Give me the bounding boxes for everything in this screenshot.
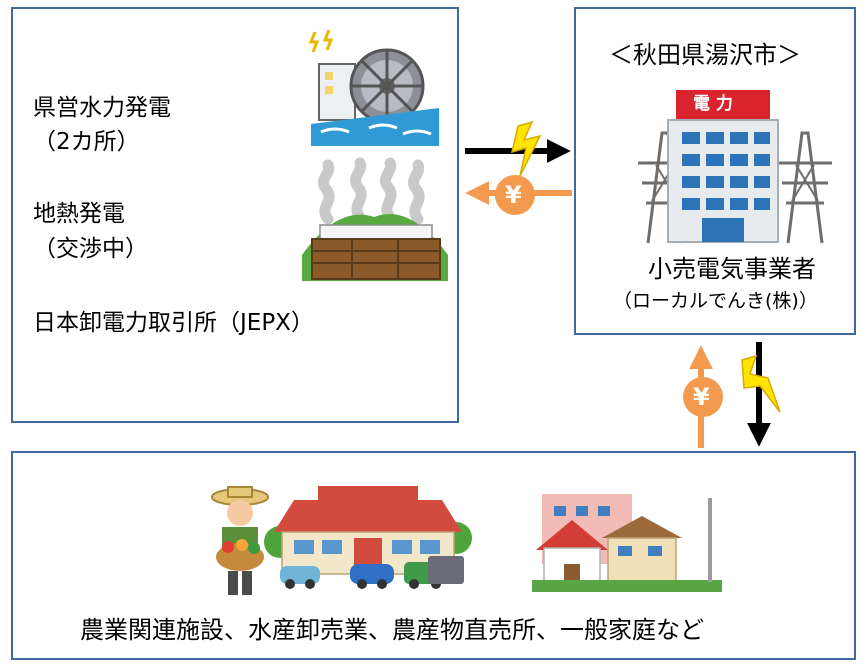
yen-label-bottom: ¥ [693,383,710,411]
yen-coin-icon [495,175,535,215]
geothermal-status-label: （交渉中） [33,236,148,262]
lightning-icon [741,354,781,413]
lightning-icon [510,120,542,177]
retailer-company: （ローカルでんき(株)） [613,290,818,312]
house-icon [532,494,722,592]
yen-label-top: ¥ [505,181,522,209]
yen-coin-icon [683,377,723,417]
building-sign: 電 力 [693,94,733,114]
hydro-count-label: （2カ所） [33,129,140,155]
consumers-caption: 農業関連施設、水産卸売業、農産物直売所、一般家庭など [80,616,704,644]
pylon-icon [778,131,832,244]
hydro-plant-icon [308,29,439,146]
farm-facility-icon [264,486,472,589]
geothermal-label: 地熱発電 [33,201,125,227]
city-label: ＜秋田県湯沢市＞ [609,41,801,69]
farmer-icon [211,486,269,595]
power-company-building-icon [667,90,779,243]
hydro-label: 県営水力発電 [33,95,171,121]
retailer-name: 小売電気事業者 [648,255,816,283]
jepx-label: 日本卸電力取引所（JEPX） [33,310,314,336]
geothermal-plant-icon [302,157,448,281]
